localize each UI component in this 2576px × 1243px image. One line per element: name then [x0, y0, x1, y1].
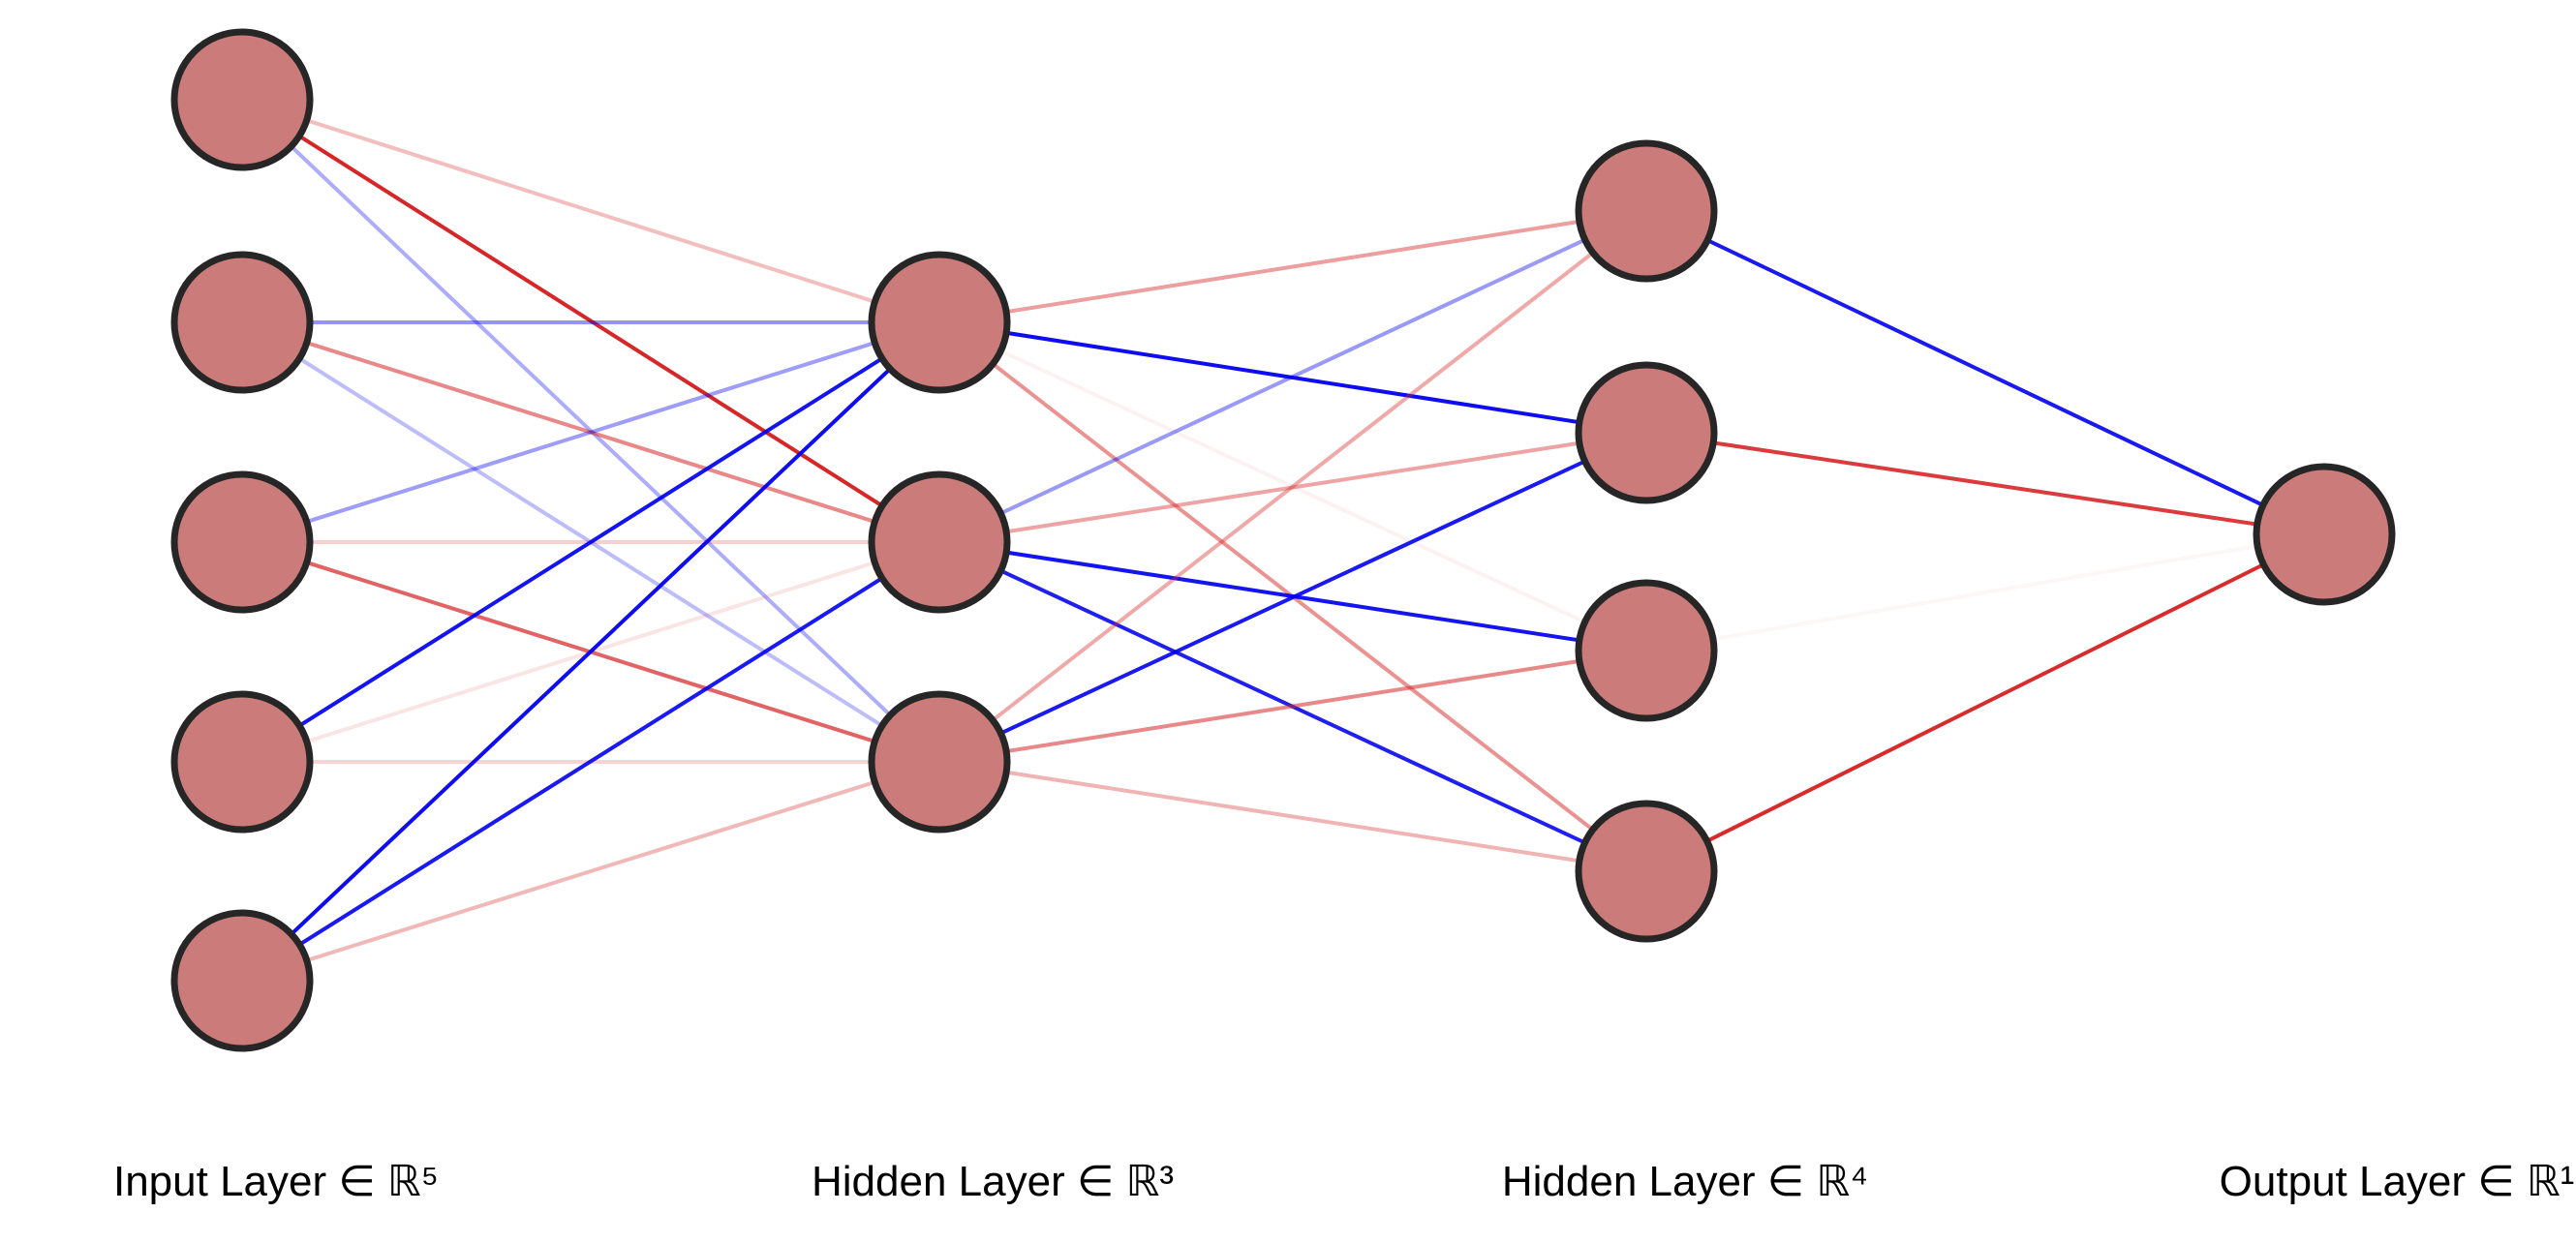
edge-hidden1-1-to-hidden2-0: [938, 209, 1647, 544]
edge-input-1-to-hidden1-1: [241, 320, 940, 544]
node-input-1[interactable]: [170, 251, 314, 394]
node-hidden2-3[interactable]: [1575, 800, 1718, 943]
edge-hidden2-1-to-output-0: [1645, 431, 2325, 536]
node-hidden1-1[interactable]: [868, 470, 1011, 614]
node-input-2[interactable]: [170, 470, 314, 614]
edge-hidden1-2-to-hidden2-0: [937, 209, 1648, 764]
edge-hidden1-1-to-hidden2-1: [938, 431, 1647, 544]
edge-hidden1-0-to-hidden2-2: [938, 320, 1647, 652]
edge-hidden2-3-to-output-0: [1645, 532, 2325, 873]
node-hidden2-2[interactable]: [1575, 579, 1718, 722]
layer-label-output: Output Layer ∈ ℝ¹: [2220, 1158, 2575, 1205]
edge-input-4-to-hidden1-1: [240, 540, 941, 983]
node-hidden1-2[interactable]: [868, 690, 1011, 834]
edge-hidden2-0-to-output-0: [1645, 209, 2325, 536]
edge-input-3-to-hidden1-0: [240, 320, 941, 764]
node-input-3[interactable]: [170, 690, 314, 834]
edge-input-4-to-hidden1-2: [241, 760, 940, 983]
node-hidden1-0[interactable]: [868, 251, 1011, 394]
node-hidden2-1[interactable]: [1575, 361, 1718, 504]
edges-group: [240, 98, 2325, 983]
node-input-0[interactable]: [170, 28, 314, 171]
layer-label-hidden1: Hidden Layer ∈ ℝ³: [812, 1158, 1174, 1205]
node-input-4[interactable]: [170, 909, 314, 1052]
edge-input-0-to-hidden1-0: [241, 98, 940, 324]
edge-hidden1-2-to-hidden2-1: [938, 431, 1647, 764]
edge-input-2-to-hidden1-0: [241, 320, 940, 544]
edge-input-0-to-hidden1-1: [240, 98, 941, 544]
edge-hidden1-0-to-hidden2-0: [938, 209, 1647, 324]
nodes-group: [170, 28, 2396, 1052]
layer-label-hidden2: Hidden Layer ∈ ℝ⁴: [1502, 1158, 1868, 1205]
edge-hidden2-2-to-output-0: [1645, 532, 2325, 652]
node-output-0[interactable]: [2253, 463, 2396, 606]
node-hidden2-0[interactable]: [1575, 139, 1718, 283]
layer-labels-group: Input Layer ∈ ℝ⁵ Hidden Layer ∈ ℝ³ Hidden …: [113, 1158, 2574, 1205]
edge-hidden1-2-to-hidden2-2: [938, 649, 1647, 764]
edge-hidden1-0-to-hidden2-1: [938, 320, 1647, 435]
layer-label-input: Input Layer ∈ ℝ⁵: [113, 1158, 439, 1205]
edge-hidden1-2-to-hidden2-3: [938, 760, 1647, 873]
edge-input-4-to-hidden1-0: [240, 320, 941, 983]
